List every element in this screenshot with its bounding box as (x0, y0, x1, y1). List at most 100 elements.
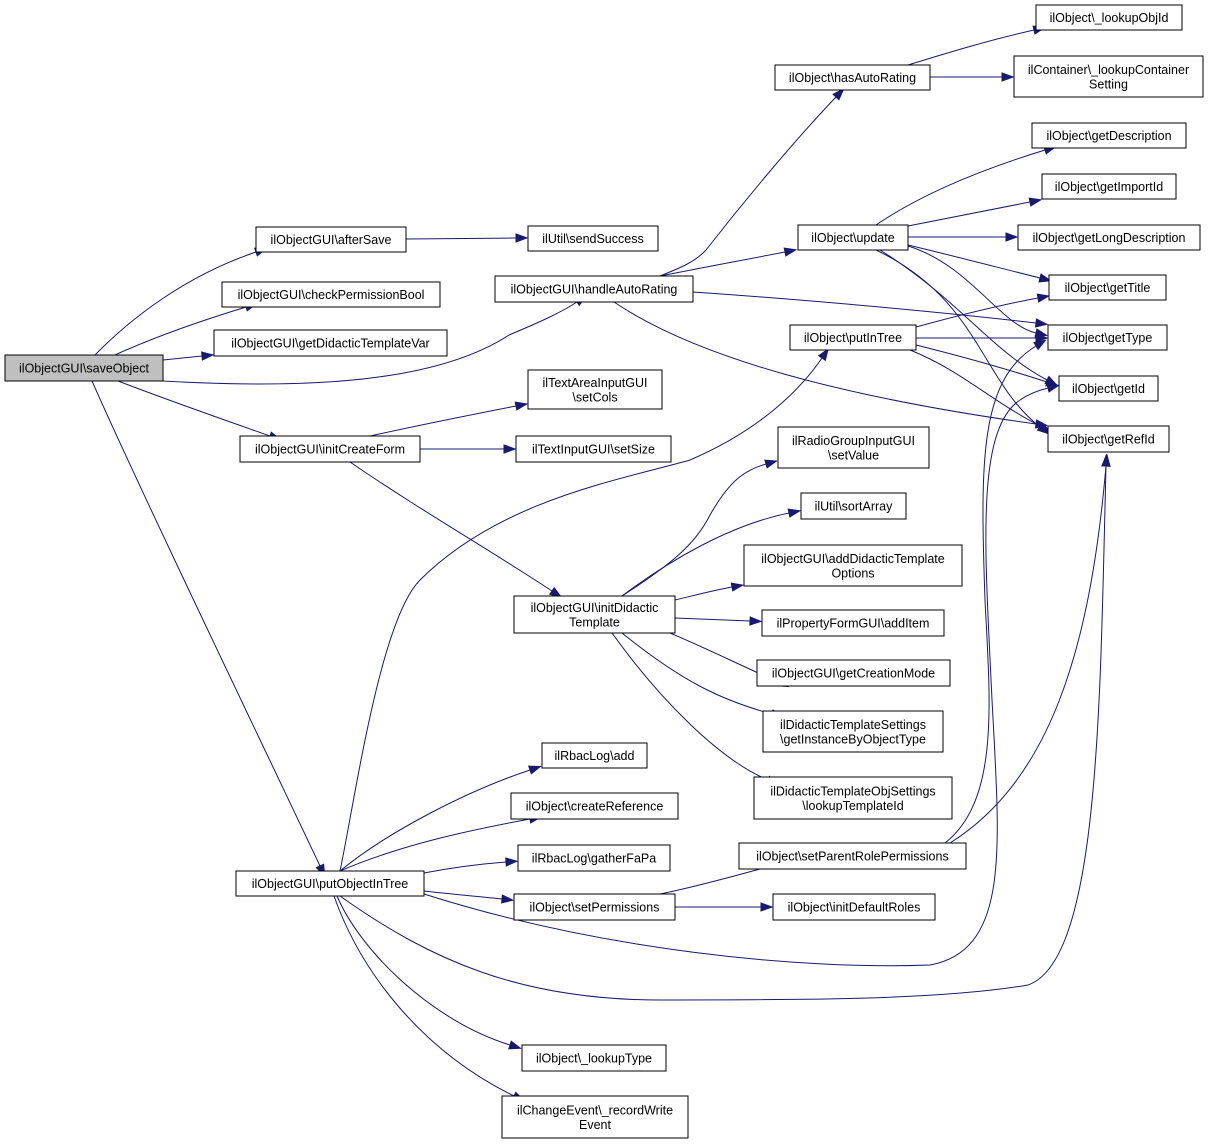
node-getDescription[interactable]: ilObject\getDescription (1031, 122, 1187, 149)
node-label: ilObject\setParentRolePermissions (756, 850, 948, 864)
node-label: ilObject\getLongDescription (1033, 231, 1186, 245)
edge-line (907, 29, 1035, 66)
node-getId[interactable]: ilObject\getId (1058, 375, 1159, 402)
node-sendSuccess[interactable]: ilUtil\sendSuccess (527, 225, 659, 252)
node-label: ilObject\initDefaultRoles (788, 901, 921, 915)
edge-saveObject-to-getDidacticTemplateVar (162, 351, 215, 361)
edge-arrowhead (503, 444, 517, 454)
node-label: \getInstanceByObjectType (780, 732, 926, 746)
edge-arrowhead (505, 857, 519, 867)
node-initCreateForm[interactable]: ilObjectGUI\initCreateForm (239, 435, 421, 463)
node-addItem[interactable]: ilPropertyFormGUI\addItem (761, 609, 945, 637)
node-sortArray[interactable]: ilUtil\sortArray (800, 492, 907, 520)
node-box (800, 492, 907, 520)
edge-line (162, 301, 578, 385)
node-label: ilObjectGUI\putObjectInTree (252, 877, 409, 891)
node-getDidacticTemplateVar[interactable]: ilObjectGUI\getDidacticTemplateVar (213, 329, 448, 357)
node-label: ilObjectGUI\handleAutoRating (511, 283, 678, 297)
node-afterSave[interactable]: ilObjectGUI\afterSave (255, 226, 407, 253)
edge-line (659, 96, 837, 277)
node-label: Options (831, 566, 874, 580)
node-box (762, 710, 944, 753)
node-handleAutoRating[interactable]: ilObjectGUI\handleAutoRating (494, 275, 694, 303)
node-label: Template (569, 615, 620, 629)
edge-arrowhead (501, 894, 515, 904)
node-setParentRolePermissions[interactable]: ilObject\setParentRolePermissions (738, 842, 967, 870)
node-hasAutoRating[interactable]: ilObject\hasAutoRating (774, 64, 931, 91)
edge-putInTree-to-getRefId (909, 349, 1052, 432)
node-label: Event (579, 1118, 611, 1132)
node-label: ilObject\_lookupType (536, 1052, 652, 1066)
edge-putInTree-to-getType (916, 333, 1049, 343)
edge-initCreateForm-to-setCols (369, 401, 529, 437)
node-setCols[interactable]: ilTextAreaInputGUI\setCols (527, 369, 663, 410)
edge-setParentRolePermissions-to-getType (944, 339, 1047, 844)
node-label: ilRadioGroupInputGUI (792, 434, 915, 448)
edge-initCreateForm-to-initDidacticTemplate (349, 461, 563, 598)
edge-update-to-getLongDescription (908, 232, 1019, 242)
node-getImportId[interactable]: ilObject\getImportId (1041, 173, 1177, 200)
node-label: ilObjectGUI\initDidactic (531, 601, 659, 615)
node-label: ilRbacLog\gatherFaPa (532, 852, 656, 866)
node-label: ilObject\_lookupObjId (1050, 11, 1169, 25)
edge-saveObject-to-initCreateForm (117, 380, 282, 441)
edge-arrowhead (1101, 453, 1111, 467)
node-box (527, 369, 663, 410)
node-getType[interactable]: ilObject\getType (1047, 324, 1168, 351)
node-box (521, 1044, 667, 1072)
node-box (761, 609, 945, 637)
node-box (255, 226, 407, 253)
node-lookupObjId[interactable]: ilObject\_lookupObjId (1035, 4, 1183, 31)
node-getInstanceByObjectType[interactable]: ilDidacticTemplateSettings\getInstanceBy… (762, 710, 944, 753)
edge-arrowhead (1034, 318, 1049, 328)
node-checkPermissionBool[interactable]: ilObjectGUI\checkPermissionBool (221, 281, 441, 308)
edge-update-to-getId (879, 249, 1058, 386)
node-getLongDescription[interactable]: ilObject\getLongDescription (1017, 224, 1201, 251)
edge-line (162, 355, 203, 361)
node-box (1058, 375, 1159, 402)
node-gatherFaPa[interactable]: ilRbacLog\gatherFaPa (517, 844, 671, 872)
node-getCreationMode[interactable]: ilObjectGUI\getCreationMode (756, 659, 951, 687)
node-lookupType[interactable]: ilObject\_lookupType (521, 1044, 667, 1072)
node-label: ilObjectGUI\afterSave (271, 233, 392, 247)
edge-line (909, 349, 1041, 427)
edge-line (336, 895, 511, 1046)
edge-line (613, 301, 1037, 425)
node-setPermissions[interactable]: ilObject\setPermissions (513, 893, 676, 921)
node-radioSetValue[interactable]: ilRadioGroupInputGUI\setValue (777, 426, 930, 469)
node-lookupTemplateId[interactable]: ilDidacticTemplateObjSettings\lookupTemp… (753, 776, 953, 820)
node-rbacAdd[interactable]: ilRbacLog\add (541, 742, 648, 769)
node-putInTree[interactable]: ilObject\putInTree (789, 324, 917, 351)
node-update[interactable]: ilObject\update (797, 224, 909, 251)
edge-setParentRolePermissions-to-getRefId (949, 453, 1111, 844)
edge-arrowhead (508, 1040, 522, 1050)
edge-line (907, 245, 1037, 334)
node-box (789, 324, 917, 351)
edge-arrowhead (764, 459, 779, 469)
node-box (541, 742, 648, 769)
node-saveObject[interactable]: ilObjectGUI\saveObject (4, 354, 164, 382)
node-createReference[interactable]: ilObject\createReference (510, 792, 679, 820)
edge-arrowhead (1037, 421, 1052, 432)
node-putObjectInTree[interactable]: ilObjectGUI\putObjectInTree (235, 870, 425, 897)
edge-putObjectInTree-to-putInTree (339, 347, 830, 872)
edge-line (659, 251, 786, 277)
edge-line (907, 201, 1031, 227)
edge-line (349, 461, 553, 592)
node-box (515, 435, 672, 463)
node-getTitle[interactable]: ilObject\getTitle (1048, 274, 1167, 301)
node-label: ilUtil\sortArray (815, 500, 894, 514)
edge-initDidacticTemplate-to-sortArray (621, 508, 802, 597)
node-label: ilTextAreaInputGUI (543, 376, 648, 390)
edge-line (339, 465, 1107, 1001)
edge-arrowhead (832, 87, 845, 101)
node-getRefId[interactable]: ilObject\getRefId (1047, 425, 1170, 453)
edge-arrowhead (787, 508, 802, 518)
node-setSize[interactable]: ilTextInputGUI\setSize (515, 435, 672, 463)
node-initDefaultRoles[interactable]: ilObject\initDefaultRoles (772, 893, 936, 921)
